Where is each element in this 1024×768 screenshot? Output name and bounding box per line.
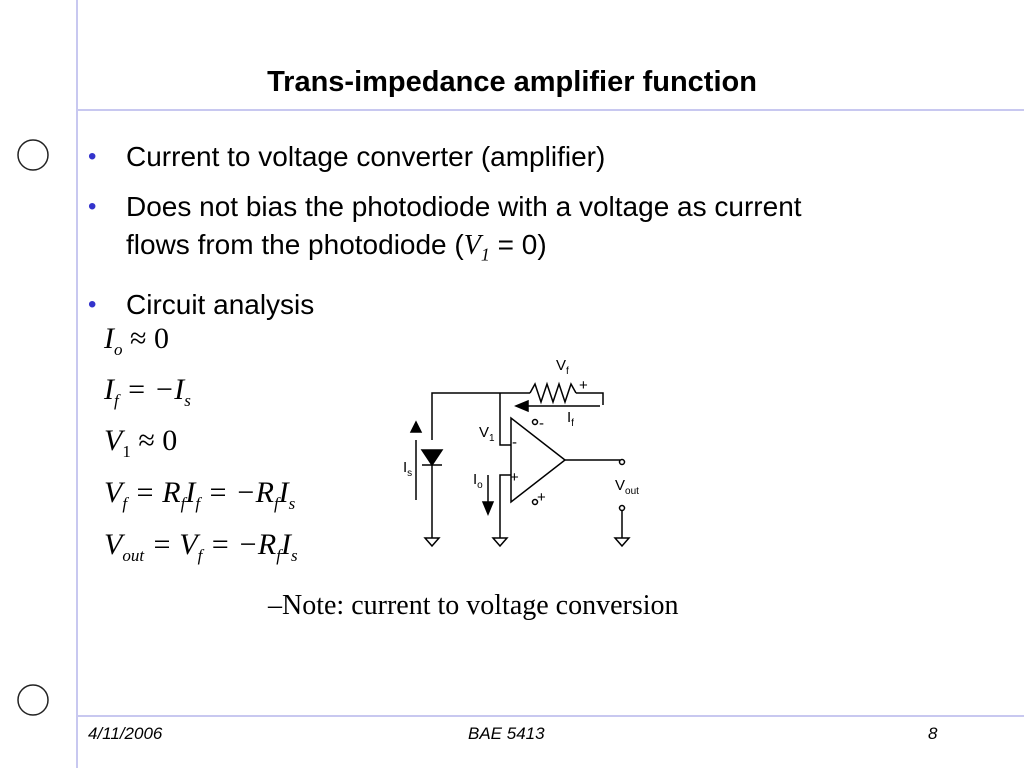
footer-course: BAE 5413 <box>468 724 545 743</box>
terminal-icon <box>531 498 539 506</box>
output-terminal-icon <box>618 504 626 512</box>
ground-icon <box>423 537 441 548</box>
equation-vout: Vout = Vf = −RfIs <box>104 528 298 566</box>
if-arrow-head-icon <box>514 399 529 413</box>
bullet-text: = 0) <box>489 229 547 260</box>
vout-label: Vout <box>615 477 639 497</box>
feedback-wire-right <box>576 392 604 405</box>
eq-term: I <box>104 373 114 406</box>
variable-subscript: 1 <box>480 244 490 265</box>
inverting-node-wire <box>499 393 511 446</box>
plus-label: + <box>537 489 546 506</box>
slide-title: Trans-impedance amplifier function <box>267 66 757 98</box>
eq-term: = −R <box>202 528 277 561</box>
equation-if: If = −Is <box>104 373 191 411</box>
eq-term: I <box>185 476 196 509</box>
bullet-dot-icon: • <box>88 290 97 318</box>
eq-subscript: s <box>184 391 191 410</box>
output-terminal-icon <box>618 458 626 466</box>
equation-v1: V1 ≈ 0 <box>104 424 177 462</box>
ground-icon <box>491 537 509 548</box>
eq-term: V <box>104 528 123 561</box>
bullet-text: Circuit analysis <box>126 288 315 320</box>
io-arrow-head-icon <box>481 501 495 516</box>
eq-subscript: f <box>114 391 119 410</box>
ground-icon <box>613 537 631 548</box>
bullet-item: • Current to voltage converter (amplifier… <box>88 138 848 176</box>
eq-subscript: f <box>195 494 201 513</box>
eq-subscript: f <box>122 494 128 513</box>
eq-term: I <box>104 322 114 355</box>
footer-date: 4/11/2006 <box>88 724 163 743</box>
noninverting-wire <box>499 474 511 538</box>
bullet-text: Current to voltage converter (amplifier) <box>126 141 606 172</box>
variable-v: V <box>463 230 481 261</box>
equation-vf: Vf = RfIf = −RfIs <box>104 476 295 514</box>
eq-term: = −R <box>200 476 274 509</box>
bullet-list: • Current to voltage converter (amplifier… <box>88 138 848 336</box>
eq-subscript: f <box>197 546 203 565</box>
footer-page-number: 8 <box>928 724 938 743</box>
eq-subscript: f <box>180 494 186 513</box>
eq-term: ≈ 0 <box>122 322 169 355</box>
photodiode-icon <box>420 449 444 467</box>
bullet-item: • Does not bias the photodiode with a vol… <box>88 188 848 274</box>
eq-subscript: out <box>122 546 145 565</box>
terminal-icon <box>531 418 539 426</box>
noninverting-input-label: + <box>510 469 519 486</box>
feedback-resistor <box>529 381 577 405</box>
bullet-dot-icon: • <box>88 143 97 170</box>
if-label: If <box>567 409 574 429</box>
eq-term: = V <box>144 528 198 561</box>
op-amp-triangle <box>510 416 567 504</box>
eq-subscript: s <box>290 546 298 565</box>
v1-label: V1 <box>479 424 495 444</box>
note-text: –Note: current to voltage conversion <box>268 590 679 621</box>
feedback-wire <box>431 392 530 440</box>
vf-label: Vf <box>556 357 569 377</box>
eq-term: = −I <box>118 373 185 406</box>
eq-subscript: s <box>288 494 296 513</box>
eq-term: = R <box>127 476 181 509</box>
equation-io: Io ≈ 0 <box>104 322 169 360</box>
eq-subscript: 1 <box>122 442 131 461</box>
minus-label: - <box>539 415 544 432</box>
inverting-input-label: - <box>512 434 517 451</box>
bullet-item: • Circuit analysis <box>88 286 848 324</box>
eq-subscript: f <box>276 546 281 565</box>
bullet-dot-icon: • <box>88 193 97 220</box>
eq-term: I <box>280 528 291 561</box>
io-label: Io <box>473 471 483 491</box>
eq-term: V <box>104 424 123 457</box>
eq-term: I <box>278 476 289 509</box>
is-label: Is <box>403 459 412 479</box>
eq-term: ≈ 0 <box>130 424 178 457</box>
is-arrow-head-icon <box>409 420 423 433</box>
binder-hole-icon <box>17 684 49 716</box>
bullet-text: Does not bias the photodiode with a volt… <box>126 191 802 260</box>
plus-label: + <box>579 377 588 394</box>
eq-subscript: o <box>114 340 123 359</box>
eq-term: V <box>104 476 123 509</box>
binder-hole-icon <box>17 139 49 171</box>
eq-subscript: f <box>273 494 279 513</box>
